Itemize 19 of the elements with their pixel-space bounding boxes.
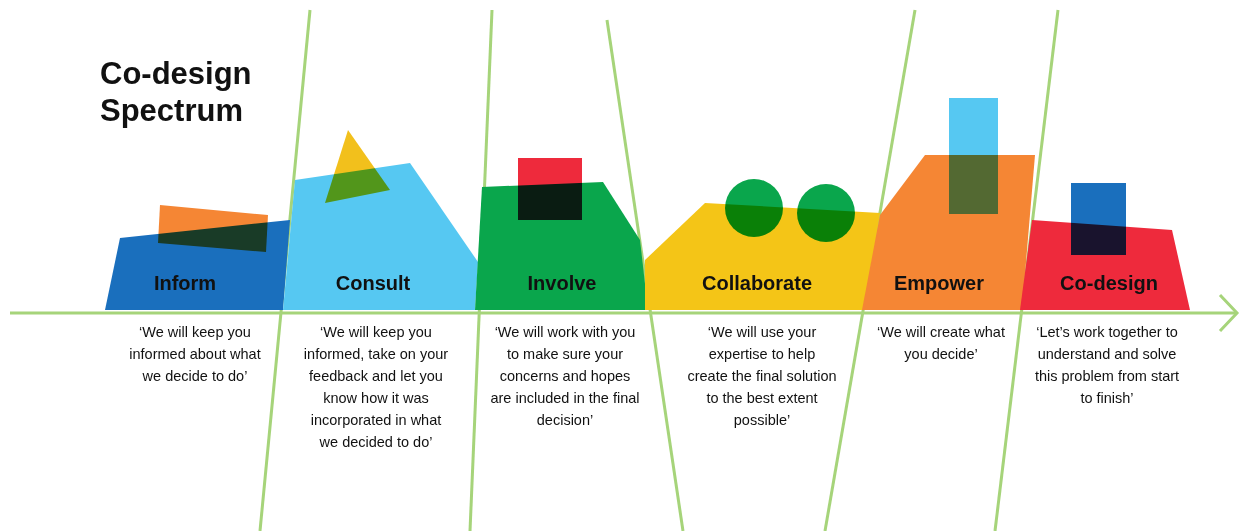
stage-shape (283, 130, 478, 310)
stage-label: Inform (153, 272, 217, 295)
quote-text: ‘We will work with you to make sure your concerns and hopes are included in the final decision’ (490, 323, 640, 430)
stage-shape (105, 205, 290, 310)
stage-shape (1020, 183, 1190, 310)
stage-shape (475, 158, 648, 310)
stage-label: Collaborate (702, 272, 812, 295)
stage-label: Involve (527, 272, 597, 295)
stage-shape (645, 179, 880, 310)
stage-label: Consult (335, 272, 411, 295)
diagram-title: Co-design Spectrum (100, 55, 253, 129)
quote-text: ‘We will keep you informed, take on your feedback and let you know how it was incorporated in what we decided to do’ (302, 323, 450, 452)
stage-label: Empower (894, 272, 984, 295)
quote-text: ‘Let’s work together to understand and solve this problem from start to finish’ (1033, 323, 1181, 408)
quote-text: ‘We will create what you decide’ (876, 323, 1006, 364)
stage-shape (862, 98, 1035, 310)
quote-text: ‘We will use your expertise to help create the final solution to the best extent possible’ (687, 323, 837, 430)
stage-label: Co-design (1060, 272, 1158, 295)
quote-text: ‘We will keep you informed about what we decide to do’ (128, 323, 262, 386)
